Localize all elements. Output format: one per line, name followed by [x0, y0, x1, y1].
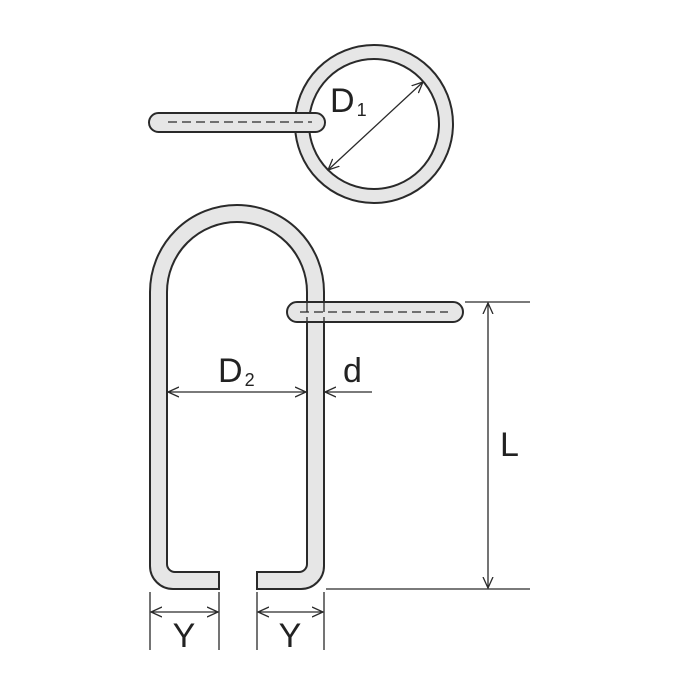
y-left-label: Y — [173, 617, 196, 655]
wire-d-label: d — [343, 352, 362, 390]
y-right-label: Y — [279, 617, 302, 655]
split-ring-front-view — [149, 204, 464, 590]
length-label: L — [500, 426, 519, 464]
pin-top — [148, 112, 326, 133]
u-ring-body — [149, 204, 325, 590]
d1-dimension-line — [328, 82, 423, 170]
pin-front-hidden-ring — [306, 303, 325, 321]
ring-top-view — [148, 44, 454, 204]
